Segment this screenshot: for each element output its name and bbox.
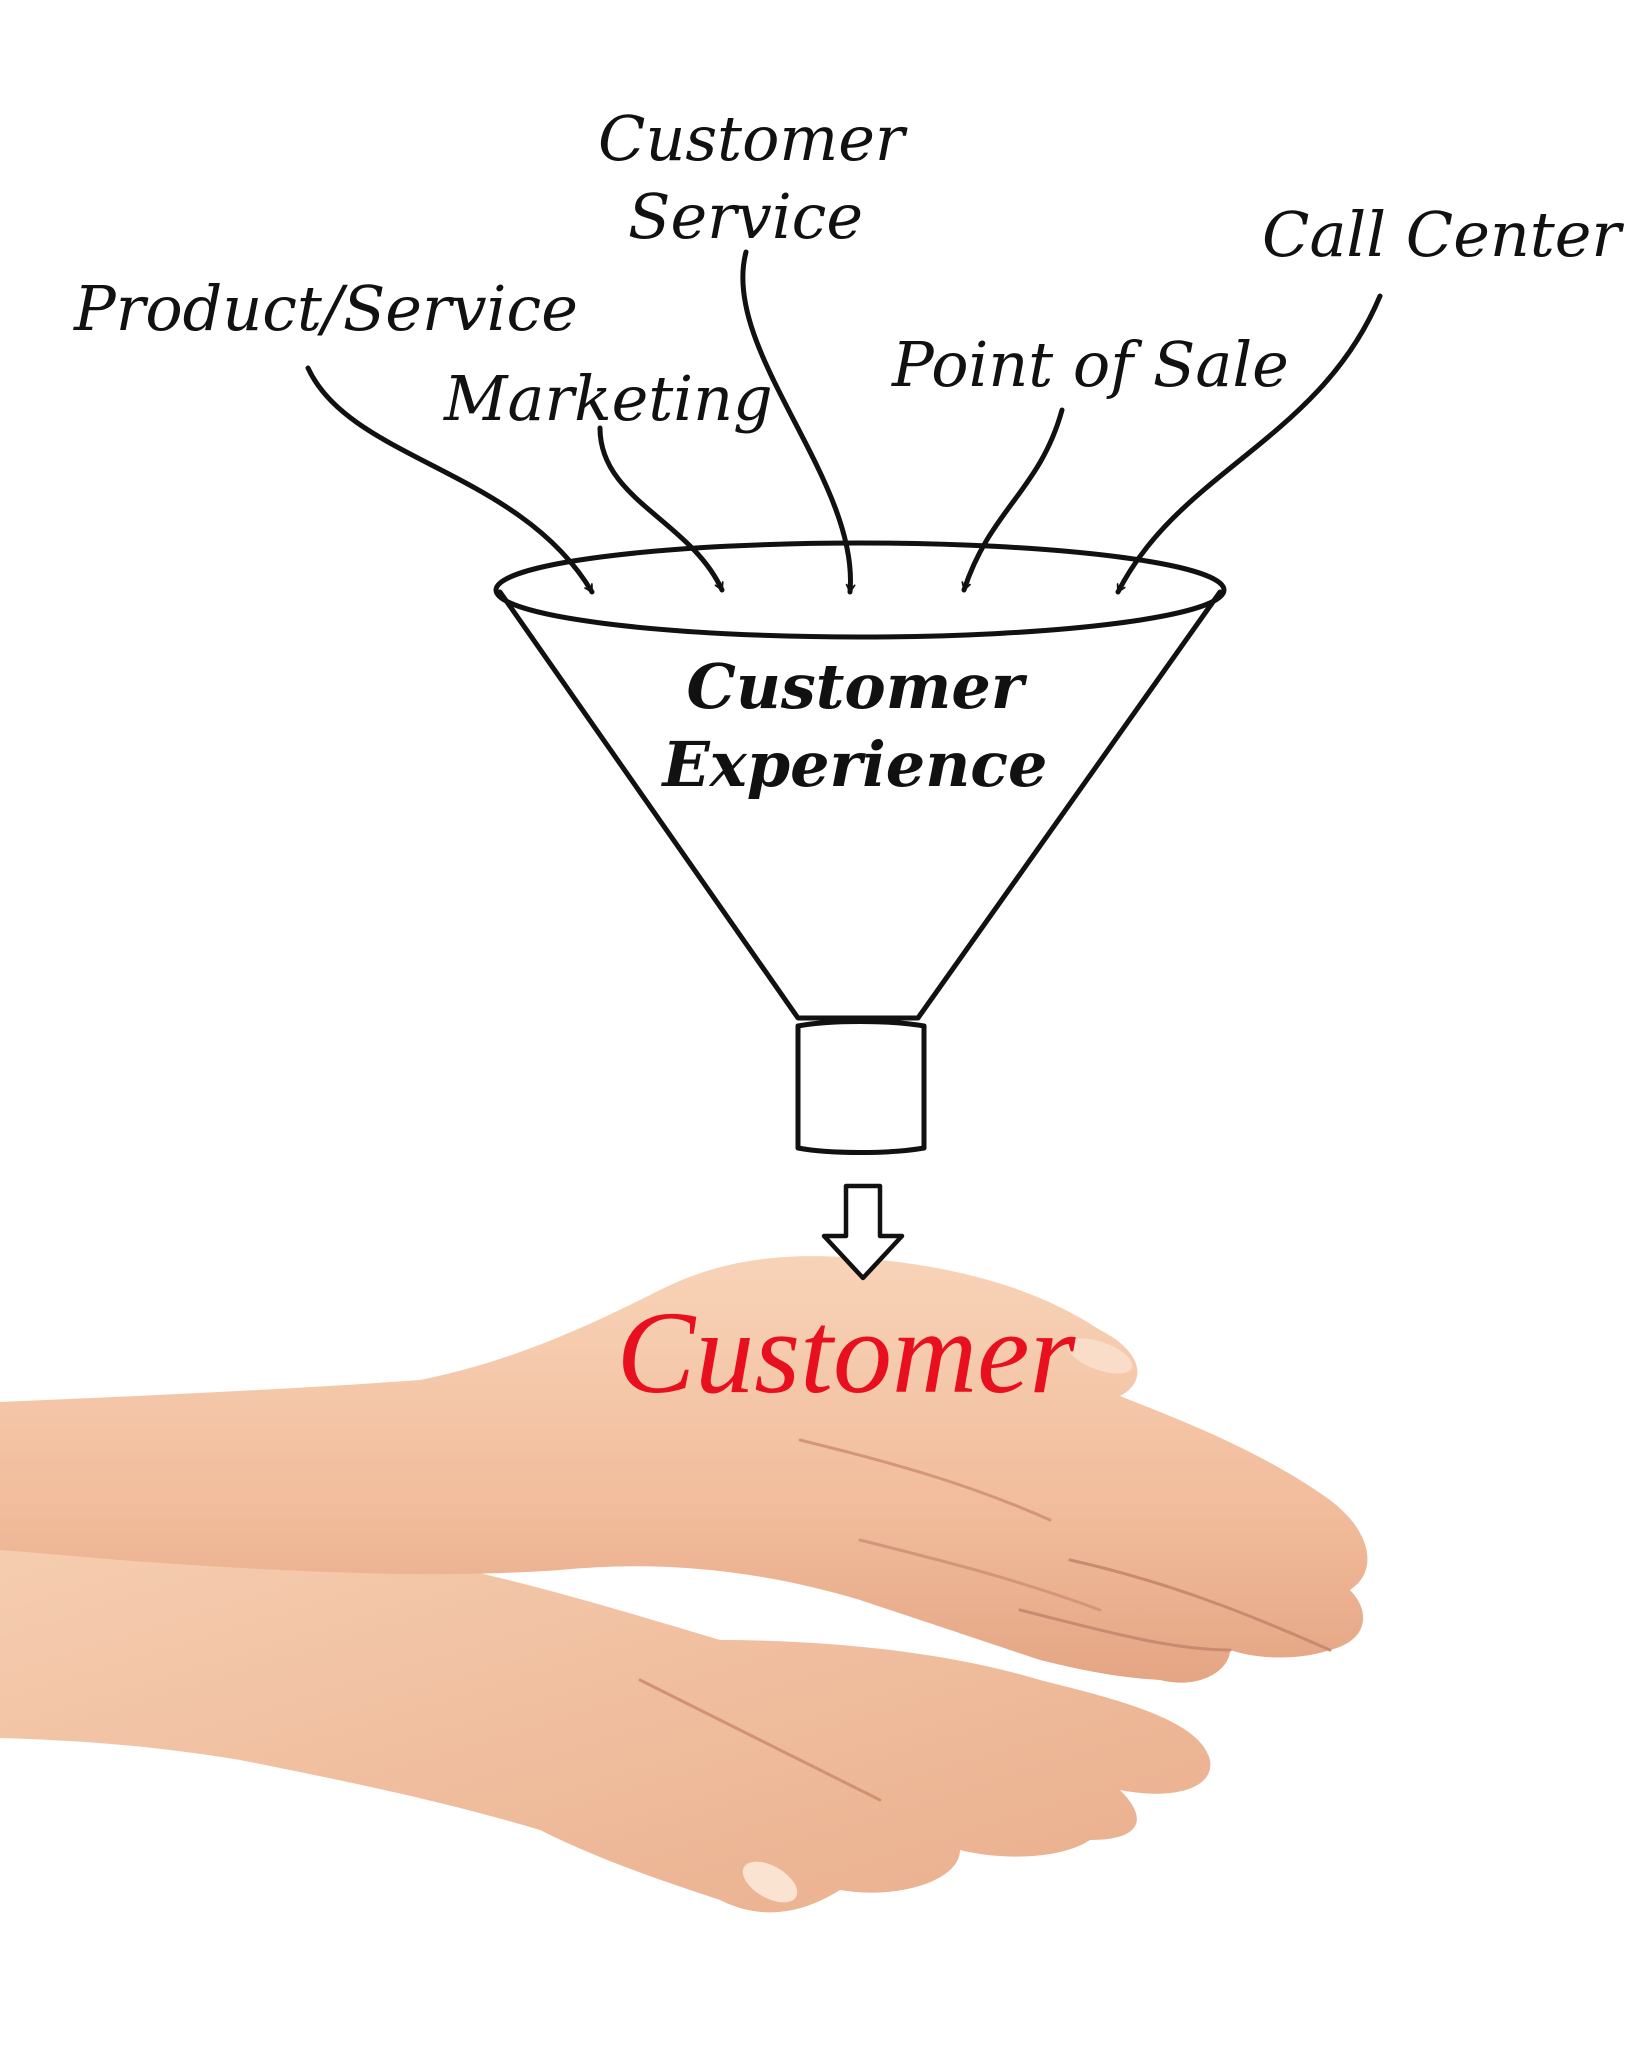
source-label-product-service: Product/Service — [73, 272, 578, 345]
arrow-point-of-sale — [964, 410, 1062, 590]
funnel — [496, 543, 1224, 1153]
source-label-point-of-sale: Point of Sale — [891, 328, 1289, 401]
source-label-call-center: Call Center — [1262, 198, 1624, 271]
source-label-customer-service-line-1: Customer — [598, 102, 908, 175]
funnel-label-line-1: Customer — [686, 650, 1027, 723]
source-label-marketing: Marketing — [443, 362, 773, 435]
funnel-spout — [798, 1022, 924, 1153]
source-label-customer-service-line-2: Service — [628, 180, 863, 253]
funnel-label-line-2: Experience — [661, 728, 1048, 801]
funnel-rim — [496, 543, 1224, 637]
target-label-customer: Customer — [617, 1287, 1077, 1418]
arrow-marketing — [600, 428, 722, 590]
